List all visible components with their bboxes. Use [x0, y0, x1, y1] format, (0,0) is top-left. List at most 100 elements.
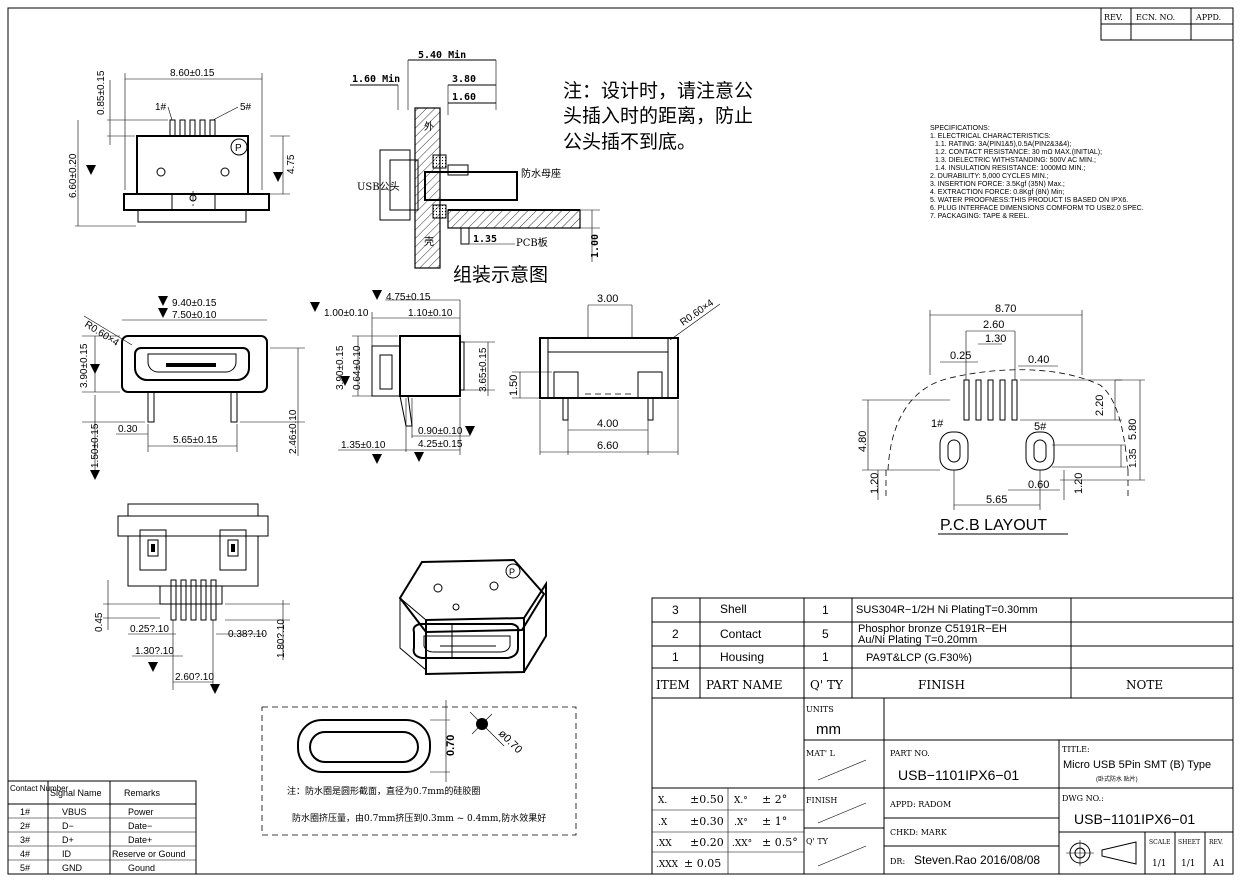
- pin-table: Contact Number Signal Name Remarks 1# VB…: [7, 780, 197, 875]
- pin-contact: 5#: [20, 863, 30, 873]
- spec-line: 1.1. RATING: 3A(PIN1&5),0.5A(PIN2&3&4);: [935, 141, 1071, 148]
- scale-label: SCALE: [1149, 839, 1170, 846]
- dim-side-425: 4.25±0.15: [418, 439, 463, 450]
- tol-a: .XXX: [656, 860, 679, 870]
- appd-header: APPD.: [1195, 13, 1221, 22]
- pin-signal: ID: [62, 849, 72, 859]
- spec-line: 3. INSERTION FORCE: 3.5Kgf (35N) Max.;: [930, 181, 1065, 188]
- iso-logo: P: [509, 567, 515, 577]
- dim-246: 2.46±0.10: [288, 409, 299, 454]
- dim-pcb-580: 5.80: [1127, 419, 1139, 440]
- scale: 1/1: [1152, 859, 1166, 869]
- spec-line: 2. DURABILITY: 5,000 CYCLES MIN.;: [930, 173, 1049, 180]
- specifications: SPECIFICATIONS: 1. ELECTRICAL CHARACTERI…: [930, 125, 1144, 220]
- design-note: 注：设计时，请注意公 头插入时的距离，防止 公头插不到底。: [563, 80, 753, 153]
- spec-line: 1.2. CONTACT RESISTANCE: 30 mΩ MAX.(INIT…: [935, 149, 1102, 156]
- dim-390: 3.90±0.15: [79, 343, 90, 388]
- title-block: UNITS mm MAT' L FINISH Q' TY PART NO. US…: [651, 697, 1234, 875]
- ecn-header: ECN. NO.: [1136, 13, 1175, 22]
- dim-side-110: 1.10±0.10: [408, 308, 453, 319]
- logo-icon: [505, 563, 521, 579]
- units-value: mm: [816, 721, 841, 738]
- spec-line: 4. EXTRACTION FORCE: 0.8Kgf (8N) Min;: [930, 189, 1064, 196]
- title-label: TITLE:: [1062, 745, 1090, 754]
- dim-475: 4.75: [286, 154, 297, 174]
- rev: A1: [1212, 859, 1225, 869]
- bom-item: 2: [672, 627, 679, 641]
- dim-135: 1.35: [473, 234, 497, 245]
- pin-header-remarks: Remarks: [124, 788, 161, 798]
- dim-rear-r060: R0.60×4: [678, 297, 716, 328]
- top-logo: P: [235, 143, 242, 154]
- front-view: 9.40±0.15 7.50±0.10 R0.60×4 3.90±0.15 2.…: [79, 296, 305, 480]
- rev-label: REV.: [1209, 839, 1223, 846]
- dim-bot-038: 0.38?.10: [228, 629, 267, 640]
- bom-finish: PA9T&LCP (G.F30%): [866, 652, 972, 664]
- bom-header-finish: FINISH: [918, 678, 965, 692]
- pcb-label: PCB板: [516, 236, 548, 249]
- chkd-label: CHKD: MARK: [890, 828, 948, 837]
- part-no: USB−1101IPX6−01: [898, 767, 1019, 783]
- note-line-1: 注：设计时，请注意公: [563, 80, 753, 102]
- dim-160min: 1.60 Min: [352, 73, 400, 85]
- bom-qty: 1: [822, 650, 829, 664]
- outer-b: 壳: [424, 235, 434, 248]
- bom-table: 3 Shell 1 SUS304R−1/2H Ni PlatingT=0.30m…: [651, 597, 1234, 699]
- tol-a: .X: [658, 818, 668, 828]
- pcb-pin5: 5#: [1034, 421, 1047, 433]
- dr-label: DR:: [890, 857, 905, 866]
- dim-bot-025: 0.25?.10: [130, 624, 169, 635]
- projection-symbol-icon: [1066, 840, 1137, 866]
- dim-pcb-120b: 1.20: [1073, 473, 1085, 494]
- pcb-layout-title: P.C.B LAYOUT: [940, 517, 1047, 534]
- spec-line: 1. ELECTRICAL CHARACTERISTICS:: [930, 133, 1051, 140]
- pin-signal: VBUS: [62, 807, 87, 817]
- dim-bot-180: 1.80?.10: [276, 619, 287, 658]
- dim-side-475: 4.75±0.15: [386, 292, 431, 303]
- units-label: UNITS: [806, 705, 834, 714]
- pin1-label: 1#: [155, 102, 167, 113]
- pin-contact: 3#: [20, 835, 30, 845]
- tol-a: X.: [658, 796, 667, 806]
- dim-pcb-565: 5.65: [986, 494, 1007, 506]
- bom-finish: SUS304R−1/2H Ni PlatingT=0.30mm: [856, 604, 1038, 616]
- dim-pcb-135: 1.35: [1128, 448, 1139, 468]
- pcb-pin1: 1#: [931, 418, 944, 430]
- logo-icon: [230, 138, 248, 156]
- pin-contact: 4#: [20, 849, 30, 859]
- side-view: 1.00±0.10 4.75±0.15 1.10±0.10 3.90±0.15 …: [310, 290, 495, 464]
- usb-male-label: USB公头: [357, 181, 400, 193]
- tol-b: ±0.30: [690, 815, 724, 828]
- pin-signal: D−: [62, 821, 74, 831]
- dim-side-390: 3.90±0.15: [335, 345, 346, 390]
- dim-bot-130: 1.30?.10: [135, 646, 174, 657]
- bom-name: Shell: [720, 602, 747, 616]
- finish-label: FINISH: [806, 796, 837, 805]
- dim-565: 5.65±0.15: [173, 435, 218, 446]
- drawer: Steven.Rao 2016/08/08: [914, 853, 1040, 867]
- matl-label: MAT' L: [806, 749, 836, 758]
- top-view: P 8.60±0.15 1# 5# 0.85±0.15 6.60±0.20 4.…: [68, 68, 297, 227]
- spec-line: 1.3. DIELECTRIC WITHSTANDING: 500V AC MI…: [935, 157, 1096, 164]
- socket-label: 防水母座: [521, 167, 561, 180]
- tol-b: ±0.20: [690, 836, 724, 849]
- rev-header: REV.: [1104, 13, 1123, 22]
- dim-side-100: 1.00±0.10: [324, 308, 369, 319]
- bom-qty: 1: [822, 603, 829, 617]
- tol-d: ± 2°: [762, 793, 787, 806]
- bom-finish-2: Au/Ni Plating T=0.20mm: [858, 634, 977, 646]
- assembly-diagram: 5.40 Min 1.60 Min 3.80 1.60 外 壳 1.35 1.0…: [350, 49, 601, 286]
- dim-940: 9.40±0.15: [172, 298, 217, 309]
- pin-signal: D+: [62, 835, 74, 845]
- spec-line: 6. PLUG INTERFACE DIMENSIONS COMFORM TO …: [930, 205, 1144, 212]
- tol-b: ± 0.05: [684, 857, 721, 870]
- dim-pcb-220: 2.20: [1094, 395, 1106, 416]
- pin-contact: 2#: [20, 821, 30, 831]
- gasket-note-1: 注：防水圈是圆形截面，直径为0.7mm的硅胶圈: [287, 785, 480, 797]
- tol-b: ±0.50: [690, 793, 724, 806]
- dim-side-090: 0.90±0.10: [418, 426, 463, 437]
- dim-pcb-060: 0.60: [1028, 479, 1049, 491]
- qty-label: Q' TY: [806, 837, 829, 846]
- bom-qty: 5: [822, 627, 829, 641]
